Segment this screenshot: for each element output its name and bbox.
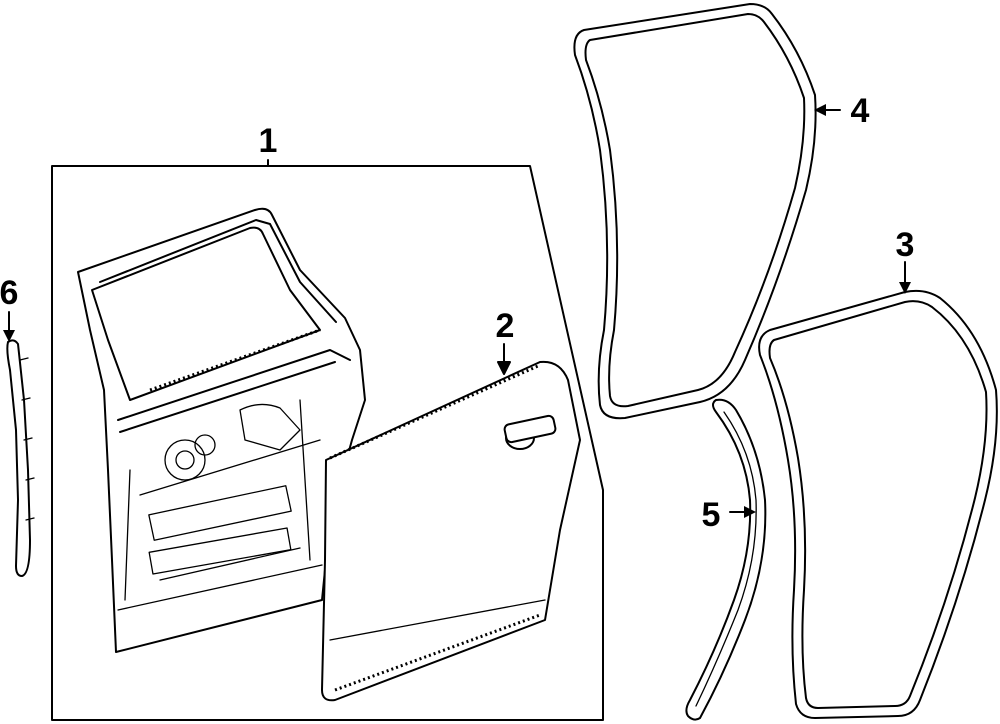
callout-5: 5 [702, 496, 721, 534]
callout-3: 3 [896, 226, 915, 264]
door-shell [77, 207, 366, 653]
edge-molding [6, 339, 31, 577]
door-shell-bounding-box [51, 165, 604, 721]
outer-panel-group: 2 [321, 307, 581, 702]
callout-2: 2 [496, 307, 515, 345]
door-weatherstrip-group: 4 [573, 3, 870, 420]
door-weatherstrip [573, 3, 817, 420]
lower-seal-group: 5 [685, 398, 767, 721]
callout-4: 4 [851, 92, 870, 130]
callout-6: 6 [0, 274, 18, 312]
body-side-weatherstrip [758, 289, 998, 719]
edge-molding-group: 6 [0, 274, 35, 577]
lower-seal [685, 398, 767, 721]
body-side-weatherstrip-group: 3 [758, 226, 998, 719]
door-handle [503, 414, 557, 450]
callout-1: 1 [259, 122, 278, 160]
door-shell-group: 1 [51, 122, 604, 721]
